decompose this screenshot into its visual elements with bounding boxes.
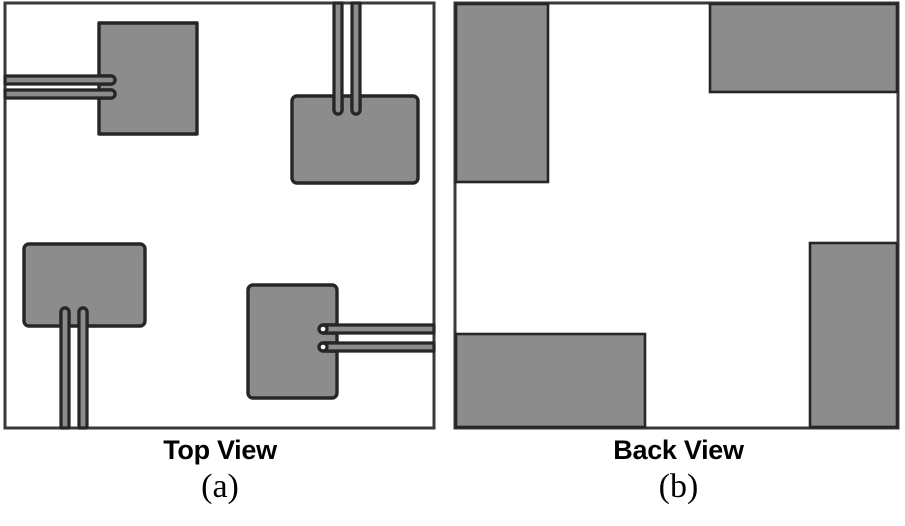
patch-bottom-left xyxy=(22,242,147,430)
top-view-substrate-frame xyxy=(3,1,436,430)
patch-top-right xyxy=(290,1,420,185)
patch-top-left xyxy=(3,21,199,136)
feed-line-bottom-right-upper-rail xyxy=(321,323,436,335)
feed-line-top-left-lower xyxy=(3,88,117,100)
caption-back-view: Back View (b) xyxy=(452,437,905,504)
patch-bottom-right xyxy=(246,283,436,400)
ground-plane-bottom-right xyxy=(808,241,899,429)
subfigure-label-b: (b) xyxy=(658,468,699,505)
feed-line-bottom-right-lower-rail xyxy=(321,341,436,353)
view-label-back-view: Back View xyxy=(613,435,744,465)
feed-line-bottom-left-left-rail xyxy=(59,306,71,430)
ground-plane-top-left xyxy=(454,2,550,184)
feed-line-top-right-left-rail xyxy=(332,1,344,116)
ground-plane-top-right xyxy=(708,2,899,94)
top-view-panel xyxy=(3,1,900,430)
caption-top-view: Top View (a) xyxy=(0,437,440,504)
view-label-top-view: Top View xyxy=(163,435,277,465)
feed-line-bottom-left-right-rail xyxy=(77,306,89,430)
ground-plane-bottom-left xyxy=(454,332,647,429)
feed-line-top-left xyxy=(3,74,117,86)
subfigure-label-a: (a) xyxy=(201,468,239,505)
feed-line-top-right-right-rail xyxy=(350,1,362,116)
back-view-panel xyxy=(453,1,900,430)
